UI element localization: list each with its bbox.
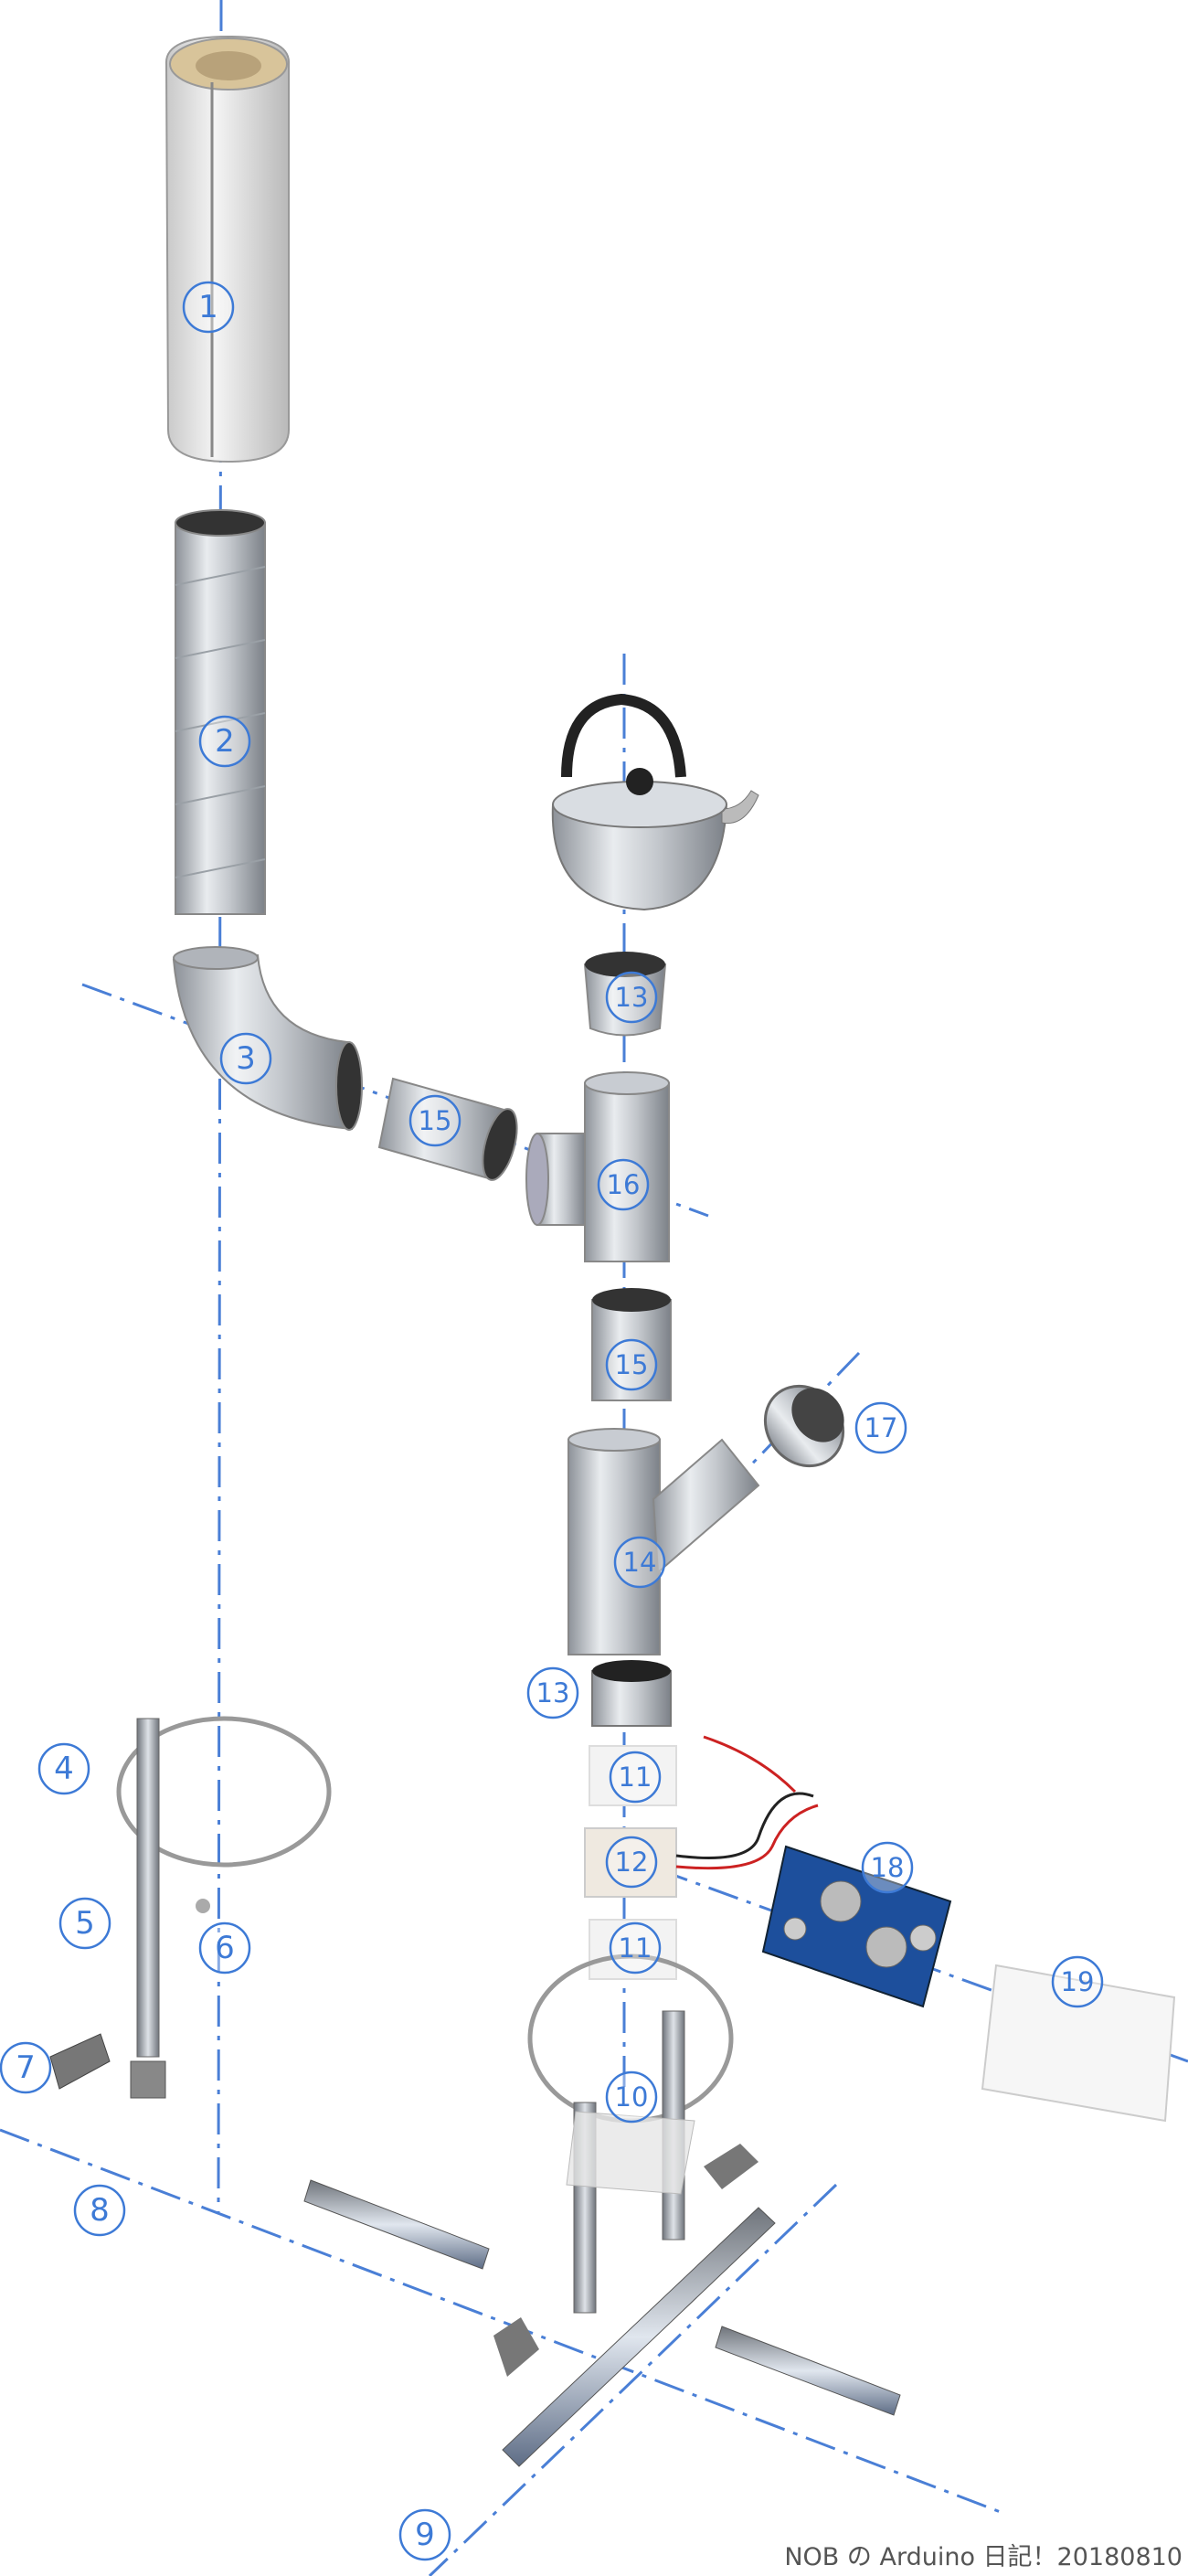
label-6: 6 bbox=[198, 1921, 251, 1975]
label-text: 2 bbox=[215, 723, 235, 760]
part-spiral-pipe bbox=[175, 509, 266, 915]
part-tee bbox=[525, 1071, 670, 1262]
part-battery bbox=[981, 1964, 1176, 2123]
label-text: 11 bbox=[619, 1932, 652, 1964]
label-8: 8 bbox=[73, 2184, 126, 2237]
label-text: 6 bbox=[215, 1930, 235, 1966]
label-text: 7 bbox=[16, 2049, 36, 2086]
part-insulation-sleeve bbox=[164, 35, 291, 463]
label-9: 9 bbox=[398, 2508, 451, 2561]
part-labels: 1 2 3 4 5 6 7 8 9 10 11 12 11 13 13 14 1… bbox=[0, 281, 1104, 2561]
part-leg-right bbox=[527, 1953, 758, 2314]
label-1: 1 bbox=[182, 281, 235, 334]
label-16: 16 bbox=[597, 1158, 650, 1211]
part-coupler bbox=[591, 1288, 672, 1401]
part-damper bbox=[763, 1384, 845, 1468]
part-cap bbox=[591, 1660, 672, 1727]
label-12: 12 bbox=[605, 1836, 658, 1889]
label-text: 16 bbox=[607, 1169, 641, 1200]
part-elbow bbox=[172, 946, 363, 1131]
credit-footer: NOB の Arduino 日記！20180810 bbox=[784, 2543, 1183, 2571]
label-2: 2 bbox=[198, 715, 251, 768]
label-11: 11 bbox=[609, 1921, 662, 1975]
label-17: 17 bbox=[854, 1401, 907, 1454]
part-kettle bbox=[551, 693, 759, 911]
label-18: 18 bbox=[861, 1841, 914, 1894]
label-text: 12 bbox=[615, 1847, 649, 1878]
label-text: 11 bbox=[619, 1762, 652, 1793]
label-15: 15 bbox=[605, 1338, 658, 1391]
label-13: 13 bbox=[526, 1666, 579, 1719]
label-11: 11 bbox=[609, 1751, 662, 1804]
label-14: 14 bbox=[613, 1536, 666, 1589]
label-10: 10 bbox=[605, 2070, 658, 2124]
label-text: 18 bbox=[871, 1852, 905, 1883]
label-text: 13 bbox=[615, 982, 649, 1013]
part-wye bbox=[567, 1428, 760, 1655]
label-19: 19 bbox=[1051, 1955, 1104, 2008]
label-15: 15 bbox=[408, 1094, 461, 1147]
label-text: 17 bbox=[864, 1412, 898, 1443]
label-text: 10 bbox=[615, 2081, 649, 2113]
label-text: 15 bbox=[615, 1349, 649, 1380]
label-4: 4 bbox=[37, 1742, 90, 1795]
label-text: 13 bbox=[536, 1677, 570, 1708]
label-5: 5 bbox=[58, 1897, 111, 1950]
part-base-rods bbox=[303, 2179, 901, 2467]
label-text: 4 bbox=[54, 1751, 74, 1787]
part-sheets bbox=[584, 1735, 819, 1980]
label-text: 14 bbox=[623, 1547, 657, 1578]
label-text: 5 bbox=[75, 1905, 95, 1942]
part-coupler bbox=[377, 1077, 518, 1181]
label-7: 7 bbox=[0, 2041, 52, 2094]
label-13: 13 bbox=[605, 971, 658, 1024]
part-dc-converter-board bbox=[761, 1845, 952, 2008]
label-text: 8 bbox=[90, 2192, 110, 2229]
label-3: 3 bbox=[219, 1032, 272, 1085]
label-text: 3 bbox=[236, 1040, 256, 1077]
label-text: 19 bbox=[1061, 1966, 1095, 1997]
label-text: 9 bbox=[415, 2517, 435, 2553]
label-text: 1 bbox=[198, 289, 218, 325]
part-leg-left bbox=[49, 1716, 332, 2099]
label-text: 15 bbox=[419, 1105, 452, 1136]
